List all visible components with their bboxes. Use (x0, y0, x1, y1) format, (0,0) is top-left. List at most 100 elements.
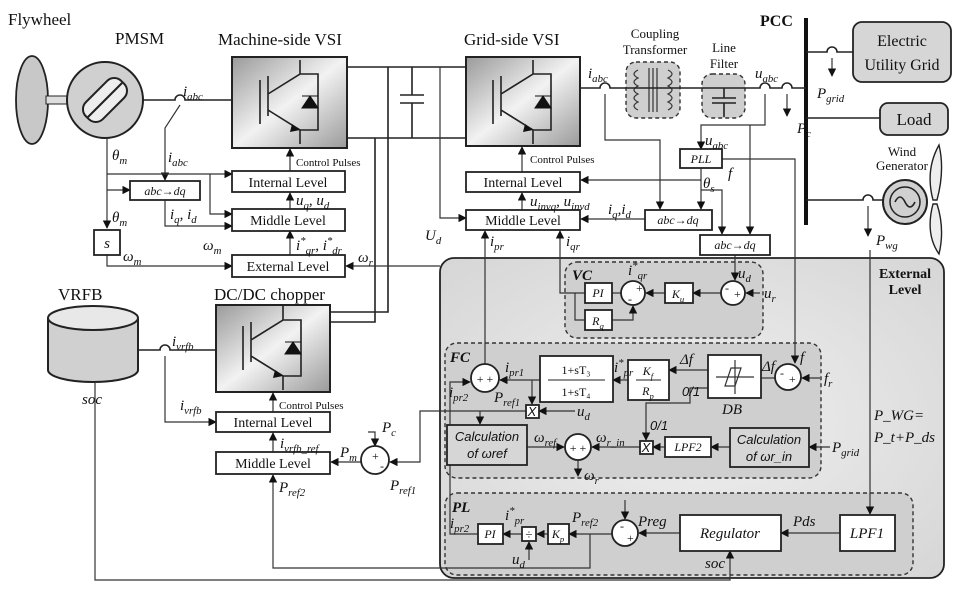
lead-denominator: 1+sT₄ (562, 385, 591, 399)
vc-pi-block[interactable]: PI (584, 282, 613, 304)
rq-block[interactable]: Rq (584, 309, 613, 331)
deadband-block[interactable] (707, 354, 762, 399)
pl-pi-block[interactable]: PI (477, 523, 504, 545)
sign: + (734, 287, 741, 301)
label-i-abc-measured: iabc (168, 150, 188, 169)
chopper-internal-level[interactable]: Internal Level (215, 411, 331, 433)
label-Pref2-pl: Pref2 (571, 510, 599, 529)
label-pds: Pds (792, 514, 816, 530)
machine-internal-level[interactable]: Internal Level (231, 170, 346, 193)
coupling-label-1: Coupling (631, 26, 680, 41)
block-label: Middle Level (235, 457, 311, 472)
machine-external-level[interactable]: External Level (231, 254, 346, 278)
calc-omega-ref-block[interactable]: Calculation of ωref (446, 424, 528, 466)
vrfb-battery-icon (47, 305, 139, 383)
sign: - (780, 366, 784, 380)
label-i-abc-machine: iabc (183, 84, 203, 103)
label-ipr: ipr (490, 234, 505, 253)
divider-block[interactable]: ÷ (521, 526, 537, 542)
block-label: s (104, 236, 110, 252)
switch-label-2: 0/1 (650, 418, 668, 433)
dc-dc-chopper (215, 304, 331, 393)
capacitor-filter-icon (701, 73, 746, 119)
grid-vsi-label: Grid-side VSI (464, 30, 560, 49)
block-label: Calculation (737, 432, 801, 447)
flywheel-label: Flywheel (8, 10, 72, 29)
lpf1-block[interactable]: LPF1 (839, 514, 896, 552)
control-pulses-chopper: Control Pulses (279, 400, 343, 412)
machine-middle-level[interactable]: Middle Level (231, 208, 346, 232)
calc-omega-r-in-block[interactable]: Calculation of ωr_in (729, 427, 810, 468)
multiplier-block-2[interactable]: X (639, 440, 654, 455)
label-ipr2-pl: ipr2 (450, 516, 470, 535)
grid-label-2: Utility Grid (864, 57, 939, 74)
kp-block[interactable]: Kp (547, 523, 570, 545)
transformer-icon (625, 61, 681, 119)
grid-internal-level[interactable]: Internal Level (465, 171, 581, 193)
label-Pref2: Pref2 (278, 480, 306, 499)
signal-labels: iabc θm iabc θm iq, id ωm ωm uq, ud i*qr… (112, 66, 935, 572)
lead-numerator: 1+sT₃ (562, 363, 591, 377)
label-u-abc: uabc (755, 66, 778, 85)
pl-title: PL (452, 500, 470, 516)
s-block[interactable]: s (93, 229, 121, 256)
label-Pref1-fc: Pref1 (493, 390, 520, 409)
lpf2-block[interactable]: LPF2 (664, 436, 712, 458)
sign: + (627, 531, 634, 545)
ku-block[interactable]: Ku (664, 282, 694, 304)
sign: - (380, 459, 384, 473)
label-u-abc-pll: uabc (705, 133, 728, 152)
block-label: LPF2 (673, 440, 701, 454)
label-istar-qr: i*qr (628, 260, 648, 282)
external-level-title-2: Level (889, 283, 922, 298)
grid-middle-level[interactable]: Middle Level (465, 209, 581, 231)
grid-label-1: Electric (877, 33, 927, 50)
grid-side-vsi (465, 56, 581, 147)
block-label: Internal Level (249, 176, 328, 191)
label-omega-r-machine: ωr (358, 250, 374, 269)
block-label: Middle Level (250, 214, 326, 229)
grid-abc-dq-block-1[interactable]: abc→dq (644, 209, 713, 231)
grid-abc-dq-block-2[interactable]: abc→dq (699, 234, 771, 256)
label-omega-m-2: ωm (203, 238, 222, 257)
chopper-middle-level[interactable]: Middle Level (215, 451, 331, 475)
switch-label-1: 0/1 (682, 384, 700, 399)
vc-summing-junction-1 (620, 280, 646, 306)
fc-title: FC (449, 350, 471, 366)
pm-summing-junction (360, 445, 390, 475)
label-fr: fr (824, 371, 833, 390)
kf-rp-block[interactable]: Kf Rp (627, 359, 670, 401)
block-label: Internal Level (234, 416, 313, 431)
block-label: X (641, 440, 652, 455)
shaft (45, 95, 69, 105)
label-f-pll: f (728, 166, 734, 182)
label-Pm: Pm (339, 445, 357, 464)
block-label: Regulator (699, 526, 760, 542)
kf-label: Kf (642, 364, 655, 381)
wind-label-2: Generator (876, 158, 929, 173)
machine-vsi-label: Machine-side VSI (218, 30, 342, 49)
pl-summing-junction (611, 519, 639, 547)
label-ipr1: ipr1 (505, 360, 524, 379)
label-ur: ur (764, 286, 777, 305)
label-i-abc-grid: iabc (588, 66, 608, 85)
regulator-block[interactable]: Regulator (679, 514, 782, 552)
label-pwg-eq-1: P_WG= (873, 408, 924, 424)
label-preg: Preg (637, 514, 667, 530)
label-ud-fc: ud (577, 404, 591, 423)
label-Ud: Ud (425, 228, 442, 247)
multiplier-block-1[interactable]: X (525, 404, 540, 419)
label-iqr-idr: i*qr, i*dr (296, 235, 343, 257)
label-omega-r-in: ωr_in (596, 430, 625, 449)
lead-lag-block[interactable]: 1+sT₃ 1+sT₄ (539, 355, 614, 403)
machine-abc-dq-block[interactable]: abc→dq (129, 180, 201, 201)
block-label: of ωref (467, 446, 508, 461)
label-ivrfb: ivrfb (172, 334, 194, 353)
line-filter-label-1: Line (712, 40, 736, 55)
pl-panel (444, 492, 914, 576)
chopper-label: DC/DC chopper (214, 285, 325, 304)
label-ivrfb-2: ivrfb (180, 398, 202, 417)
pll-block[interactable]: PLL (679, 148, 723, 169)
load[interactable] (879, 102, 949, 136)
